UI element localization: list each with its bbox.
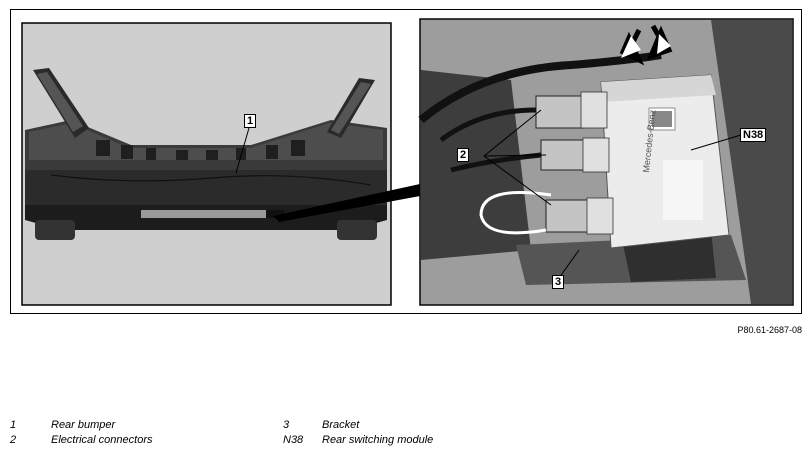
legend-item-1-text: Rear bumper <box>51 419 116 431</box>
legend-item-1-key: 1 <box>10 419 17 431</box>
legend-item-2-key: 2 <box>10 434 17 446</box>
callout-3: 3 <box>552 275 565 289</box>
figure-frame: Mercedes-Benz 1 2 N38 3 <box>10 9 802 314</box>
legend-item-3-text: Bracket <box>322 419 360 431</box>
callout-2: 2 <box>457 148 470 162</box>
zoom-connector <box>273 184 420 222</box>
callout-1: 1 <box>244 114 257 128</box>
figure-reference: P80.61-2687-08 <box>737 325 802 335</box>
legend-item-n38-text: Rear switching module <box>322 434 434 446</box>
right-photo <box>418 18 794 306</box>
callout-n38: N38 <box>740 128 767 142</box>
legend-item-2-text: Electrical connectors <box>51 434 153 446</box>
figure-illustration <box>21 18 794 306</box>
left-photo <box>21 22 392 306</box>
legend-item-3-key: 3 <box>283 419 290 431</box>
legend-item-n38-key: N38 <box>283 434 304 446</box>
